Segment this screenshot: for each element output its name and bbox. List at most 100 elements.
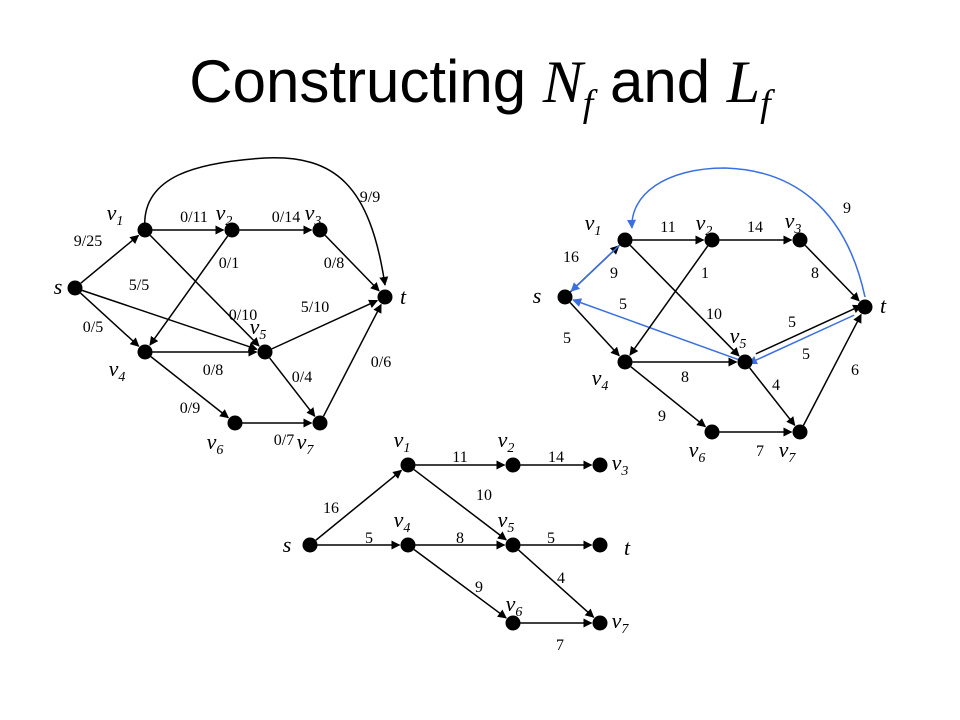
network-N-edges (80, 157, 389, 428)
node-v1 (400, 457, 416, 473)
edge-s-v1 (80, 234, 140, 284)
edge-label-v5-t: 5 (788, 314, 796, 331)
edge-label-v1-v5: 10 (476, 487, 492, 504)
edge-label-v7-t: 6 (851, 362, 859, 379)
node-v6 (704, 424, 720, 440)
edge-label-t-v1: 9 (843, 200, 851, 217)
node-label-v1: v1 (585, 210, 602, 239)
node-v3 (792, 232, 808, 248)
edge-v1-v5 (149, 234, 260, 347)
node-v4 (137, 344, 153, 360)
edge-label-v2-v3: 0/14 (272, 209, 300, 226)
node-subscript-v5: 5 (507, 521, 514, 536)
edge-t-v5 (747, 314, 855, 365)
edge-label-v5-v7: 4 (772, 377, 780, 394)
edge-label-v4-v6: 9 (475, 579, 483, 596)
edge-v5-v7 (749, 367, 796, 427)
node-v1 (137, 222, 153, 238)
node-subscript-v4: 4 (601, 379, 608, 394)
node-s (67, 280, 83, 296)
node-subscript-v3: 3 (620, 464, 628, 479)
edge-v1-v5 (413, 468, 507, 541)
edge-label-v2-v4: 1 (701, 265, 709, 282)
node-s (302, 537, 318, 553)
edge-v4-v6 (630, 366, 707, 428)
edge-label-v6-v7: 0/7 (274, 432, 294, 449)
node-v6 (227, 415, 243, 431)
node-subscript-v6: 6 (216, 443, 223, 458)
edge-v4-v6 (150, 356, 230, 419)
node-label-v7: v7 (612, 608, 630, 637)
edge-v5-v7 (269, 357, 316, 417)
edge-v2-v4 (149, 235, 229, 346)
node-label-t: t (400, 284, 407, 309)
node-subscript-v7: 7 (306, 443, 314, 458)
edge-label-t-v5: 5 (802, 346, 810, 363)
node-label-v2: v2 (498, 427, 515, 456)
title-middle: and (593, 48, 727, 115)
edge-label-v5-t: 5 (547, 530, 555, 547)
node-v3 (312, 222, 328, 238)
node-v1 (617, 232, 633, 248)
edge-label-v4-v5: 0/8 (203, 362, 223, 379)
node-subscript-v1: 1 (594, 224, 601, 239)
node-v4 (617, 354, 633, 370)
title-l-symbol: L (726, 49, 761, 115)
node-subscript-v5: 5 (259, 328, 266, 343)
node-v7 (592, 615, 608, 631)
edge-label-v2-v3: 14 (747, 219, 763, 236)
edge-label-v1-v5: 0/10 (229, 307, 257, 324)
layered-Lf-nodes (302, 457, 608, 631)
node-subscript-v6: 6 (698, 451, 705, 466)
edge-label-v1-v2: 11 (660, 219, 675, 236)
title-n-subscript: f (582, 83, 594, 125)
edge-v1-v5 (629, 244, 740, 357)
edge-label-v4-v6: 9 (658, 408, 666, 425)
edge-label-v2-v3: 14 (548, 449, 564, 466)
node-label-v6: v6 (506, 591, 523, 620)
node-subscript-v6: 6 (515, 605, 522, 620)
edge-label-v1-s: 9 (610, 265, 618, 282)
layered-Lf-edges (315, 460, 595, 628)
edge-label-v4-v5: 8 (456, 530, 464, 547)
node-v3 (592, 457, 608, 473)
node-label-v3: v3 (612, 450, 629, 479)
edge-label-v1-v5: 10 (706, 306, 722, 323)
edge-label-v6-v7: 7 (756, 443, 764, 460)
node-label-t: t (624, 535, 631, 560)
node-label-v7: v7 (297, 429, 315, 458)
node-t (592, 537, 608, 553)
node-label-v4: v4 (394, 507, 411, 536)
node-label-v3: v3 (785, 208, 802, 237)
edge-s-v4 (80, 292, 140, 347)
node-subscript-v2: 2 (225, 214, 232, 229)
node-subscript-v3: 3 (313, 214, 321, 229)
node-subscript-v3: 3 (793, 222, 801, 237)
edge-s-v4 (569, 302, 620, 357)
node-subscript-v2: 2 (705, 224, 712, 239)
edge-label-s-v4: 5 (365, 530, 373, 547)
node-label-v7: v7 (779, 437, 797, 466)
node-label-v1: v1 (107, 200, 124, 229)
edge-v1-s (570, 244, 621, 292)
edge-s-v1 (315, 469, 403, 541)
edge-label-v6-v7: 7 (556, 637, 564, 654)
node-v2 (505, 457, 521, 473)
residual-Nf-edges (569, 167, 866, 437)
node-subscript-v4: 4 (118, 370, 125, 385)
node-subscript-v7: 7 (621, 622, 629, 637)
node-v5 (737, 354, 753, 370)
edge-v1-t (144, 157, 389, 286)
title-l-subscript: f (760, 83, 771, 125)
node-subscript-v2: 2 (507, 441, 514, 456)
edge-label-v2-v4: 0/1 (219, 255, 239, 272)
node-label-v5: v5 (498, 507, 515, 536)
edge-s-v5 (81, 289, 258, 351)
edge-label-s-v4: 0/5 (83, 319, 103, 336)
slide-title: Constructing Nf and Lf (0, 49, 960, 125)
edge-label-v7-t: 0/6 (371, 354, 391, 371)
